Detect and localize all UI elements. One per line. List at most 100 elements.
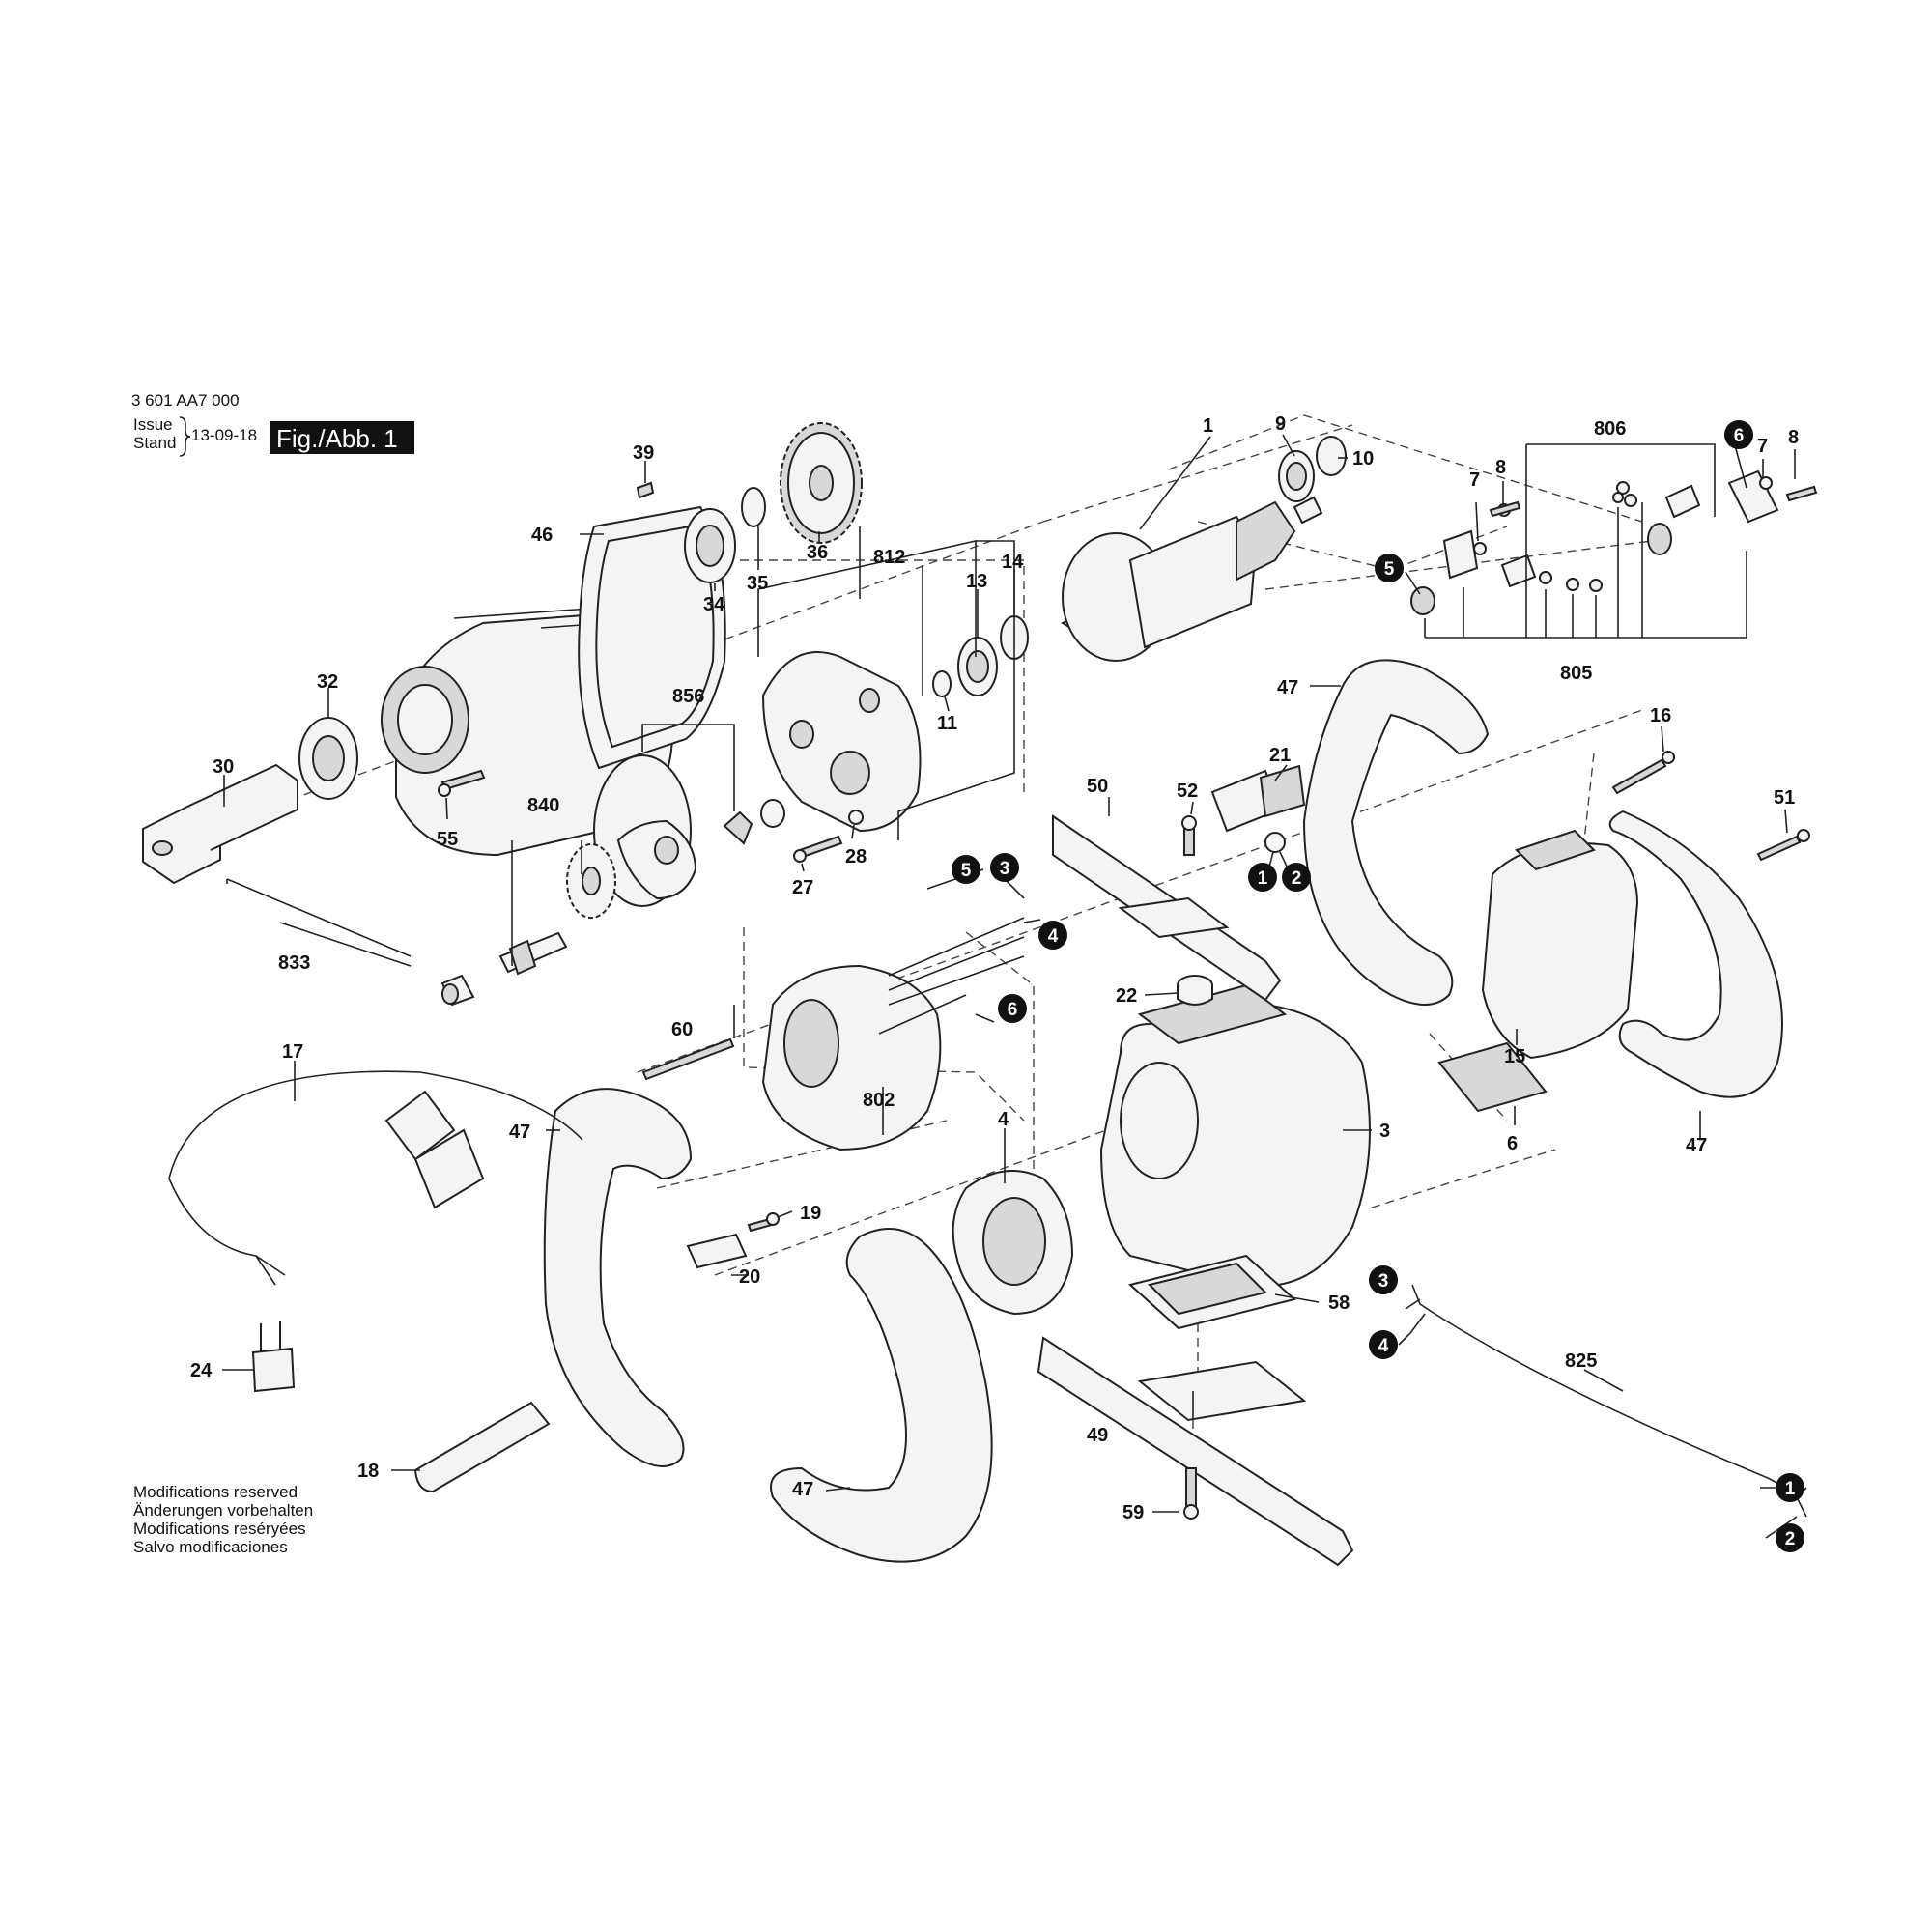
label-part-24: 24 <box>190 1360 213 1381</box>
svg-text:2: 2 <box>1292 868 1302 889</box>
label-part-16: 16 <box>1650 705 1671 726</box>
svg-text:6: 6 <box>1734 426 1745 446</box>
power-cord-17 <box>168 1070 583 1286</box>
handle-47-right <box>1608 810 1783 1098</box>
part-number-labels: 1 9 10 806 7 8 7 8 805 39 46 34 35 36 81… <box>190 413 1799 1523</box>
label-part-1: 1 <box>1203 415 1213 437</box>
gear-disk-856 <box>593 754 697 907</box>
label-part-30: 30 <box>213 756 234 778</box>
label-part-39: 39 <box>633 442 654 464</box>
badge-stator-4: 4 <box>1038 921 1067 950</box>
label-part-52: 52 <box>1177 781 1198 802</box>
svg-text:2: 2 <box>1785 1529 1796 1549</box>
badge-brush-6: 6 <box>1724 420 1753 449</box>
issue-date: 13-09-18 <box>191 426 257 444</box>
group-bracket-812 <box>757 526 1015 840</box>
connector-24 <box>251 1321 296 1393</box>
label-part-49: 49 <box>1087 1425 1108 1446</box>
pinion-840 <box>498 931 568 976</box>
screw-51 <box>1756 829 1810 862</box>
assembly-axis-lines <box>154 414 1653 1507</box>
note-english: Modifications reserved <box>133 1483 298 1501</box>
label-part-7-right: 7 <box>1757 436 1768 457</box>
motor-housing-3 <box>1099 983 1371 1288</box>
label-part-14: 14 <box>1002 552 1024 573</box>
label-part-856: 856 <box>672 686 704 707</box>
note-spanish: Salvo modificaciones <box>133 1538 288 1556</box>
bar-49 <box>1037 1336 1354 1567</box>
label-part-22: 22 <box>1116 985 1137 1007</box>
bearing-9 <box>1278 450 1315 502</box>
svg-text:6: 6 <box>1008 1000 1018 1020</box>
label-part-8-left: 8 <box>1495 457 1506 478</box>
pin-39 <box>636 481 655 499</box>
gasket-58 <box>1127 1254 1297 1330</box>
armature <box>1060 496 1323 662</box>
label-part-60: 60 <box>671 1019 693 1040</box>
label-part-806: 806 <box>1594 418 1626 440</box>
leader-lines <box>222 434 1798 1539</box>
label-part-35: 35 <box>747 573 768 594</box>
label-part-812: 812 <box>873 547 905 568</box>
bearing-13 <box>957 637 998 696</box>
brush-holder-left <box>1410 503 1537 615</box>
screw-55 <box>438 769 486 797</box>
screw-19 <box>747 1212 780 1233</box>
label-part-840: 840 <box>527 795 559 816</box>
bearing-plate <box>761 651 922 833</box>
grommet-22 <box>1177 975 1213 1006</box>
gasket-46 <box>578 505 726 770</box>
note-german: Änderungen vorbehalten <box>133 1501 313 1520</box>
spindle-shaft <box>142 763 298 885</box>
brush-holder-right <box>1489 469 1818 555</box>
group-bracket-833-840 <box>226 840 582 967</box>
issue-label: Issue <box>133 415 173 434</box>
screw-52 <box>1181 815 1197 856</box>
badge-stator-5: 5 <box>952 855 980 884</box>
wiring-badges: 5 6 1 2 5 3 4 6 <box>952 420 1804 1552</box>
stator-802 <box>761 917 1025 1151</box>
label-part-15: 15 <box>1504 1046 1525 1067</box>
label-part-58: 58 <box>1328 1293 1350 1314</box>
drawing-part-number: 3 601 AA7 000 <box>131 391 240 410</box>
badge-cable-1: 1 <box>1776 1473 1804 1502</box>
label-part-802: 802 <box>863 1090 895 1111</box>
label-part-47-right: 47 <box>1686 1135 1707 1156</box>
label-part-51: 51 <box>1774 787 1795 809</box>
label-part-28: 28 <box>845 846 867 867</box>
label-part-8-right: 8 <box>1788 427 1799 448</box>
cable-825 <box>1405 1298 1807 1518</box>
label-part-11: 11 <box>937 713 957 734</box>
badge-switch-1: 1 <box>1248 863 1277 892</box>
bar-50 <box>1052 814 1282 1002</box>
label-part-36: 36 <box>807 542 828 563</box>
label-part-47-top: 47 <box>1277 677 1298 698</box>
gear-36 <box>780 422 863 544</box>
badge-stator-3: 3 <box>990 853 1019 882</box>
fan-housing-15 <box>1481 829 1639 1060</box>
bearing-34 <box>684 508 736 583</box>
grip-47 <box>770 1228 993 1563</box>
svg-text:5: 5 <box>961 861 972 881</box>
label-part-6: 6 <box>1507 1133 1518 1154</box>
small-screws-805 <box>1539 492 1624 592</box>
badge-brush-5: 5 <box>1375 554 1404 582</box>
label-part-833: 833 <box>278 952 310 974</box>
retaining-ring-10 <box>1316 436 1347 476</box>
issue-brace <box>179 416 191 457</box>
handle-47-top <box>1302 659 1490 1006</box>
clamp-20 <box>686 1233 748 1269</box>
switch-21 <box>1210 764 1306 853</box>
svg-text:3: 3 <box>1378 1271 1389 1292</box>
retaining-ring-35 <box>741 487 766 527</box>
svg-text:1: 1 <box>1258 868 1268 889</box>
label-part-21: 21 <box>1269 745 1291 766</box>
label-part-825: 825 <box>1565 1350 1597 1372</box>
label-part-13: 13 <box>966 571 987 592</box>
label-part-19: 19 <box>800 1203 821 1224</box>
label-part-3: 3 <box>1379 1121 1390 1142</box>
group-bracket-806 <box>1525 443 1716 638</box>
svg-text:1: 1 <box>1785 1479 1796 1499</box>
bushing-856 <box>723 799 785 845</box>
label-6 <box>1437 1041 1548 1113</box>
